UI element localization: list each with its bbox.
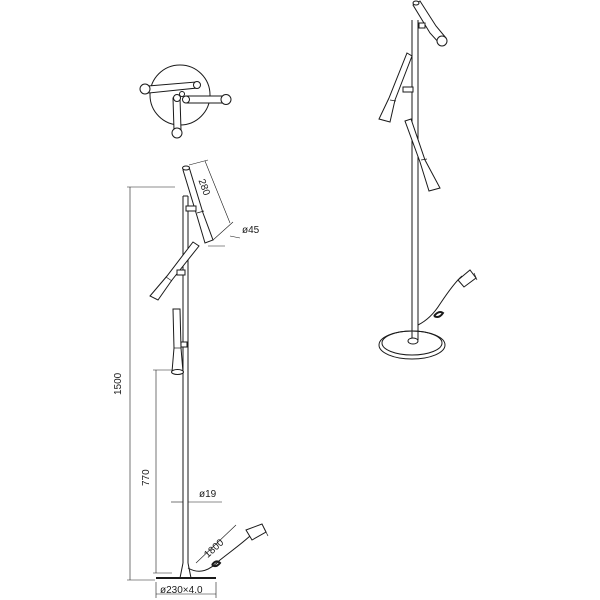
pole-diameter-label: ø19 <box>199 489 217 500</box>
head-diameter-label: ø45 <box>242 225 260 236</box>
front-elevation <box>127 159 269 598</box>
dimension-lines <box>127 159 241 598</box>
base-dimension-label: ø230×4.0 <box>160 585 203 596</box>
lamp-head-1 <box>182 165 214 244</box>
lower-height-label: 770 <box>141 469 152 486</box>
total-height-label: 1500 <box>113 372 124 395</box>
perspective-view <box>378 0 478 360</box>
lamp-head-3 <box>171 308 188 375</box>
lamp-head-2 <box>149 241 200 301</box>
top-view <box>139 64 232 139</box>
power-cable <box>187 523 269 572</box>
